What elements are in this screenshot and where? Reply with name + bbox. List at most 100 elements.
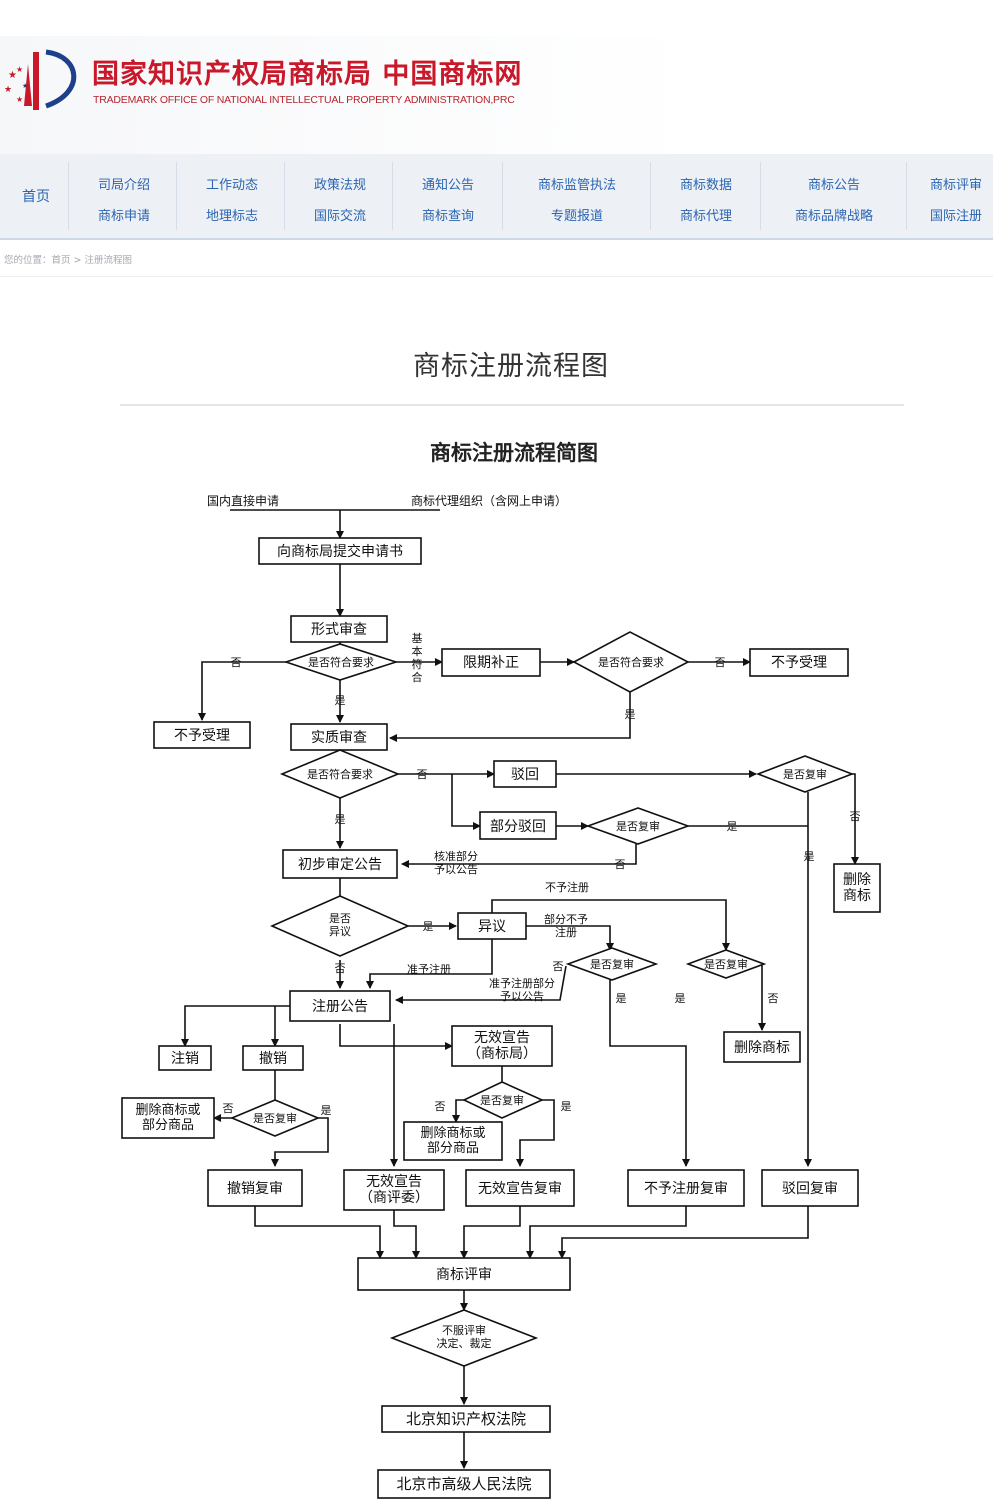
nav-col-6: 商标数据 商标代理 [664, 170, 748, 232]
text-cancel-reg: 注销 [171, 1051, 199, 1067]
text-review-q1: 是否复审 [783, 767, 827, 781]
site-title[interactable]: 国家知识产权局商标局 中国商标网 [92, 59, 523, 90]
registration-flowchart: 国内直接申请 商标代理组织（含网上申请） 向商标局提交申请书 形式审查 是否符合… [121, 493, 881, 1499]
edge-label-no: 否 [335, 962, 346, 975]
nav-item[interactable]: 商标查询 [421, 209, 474, 224]
nav-divider [68, 162, 69, 230]
text-disagree: 不服评审决定、裁定 [437, 1323, 492, 1350]
node-formal-exam [290, 615, 388, 643]
node-rejected [493, 760, 557, 788]
node-delete-mark-2 [723, 1031, 801, 1063]
svg-text:★: ★ [16, 95, 23, 104]
text-invalid-board: 无效宣告（商评委） [359, 1174, 429, 1206]
text-not-reg-review: 不予注册复审 [644, 1180, 728, 1197]
nav-item[interactable]: 商标品牌战略 [794, 209, 873, 224]
breadcrumb[interactable]: 您的位置：首页 > 注册流程图 [4, 255, 132, 266]
text-approved-part-pub: 核准部分予以公告 [434, 849, 478, 876]
text-reg-approved-part: 准予注册部分予以公告 [489, 976, 555, 1003]
text-opposition: 异议 [478, 919, 506, 935]
edge-label-yes: 是 [625, 708, 636, 721]
svg-text:★: ★ [16, 65, 23, 74]
node-revoke-review [207, 1169, 303, 1207]
edge-label-yes: 是 [675, 992, 686, 1005]
nav-item[interactable]: 工作动态 [205, 178, 258, 193]
nav-home[interactable]: 首页 [22, 189, 50, 205]
decision-meets-req-2 [572, 631, 690, 693]
edge-label-no: 否 [850, 810, 861, 823]
node-reg-pub [289, 990, 391, 1022]
site-header [0, 36, 993, 154]
main-nav: 首页 司局介绍 商标申请 工作动态 地理标志 政策法规 国际交流 通知公告 商标… [0, 154, 993, 240]
text-reg-pub: 注册公告 [312, 999, 368, 1015]
text-board-review: 商标评审 [436, 1267, 492, 1283]
node-substantive-exam [290, 723, 388, 751]
edge-label-no: 否 [231, 656, 242, 669]
nav-col-4: 通知公告 商标查询 [406, 170, 490, 232]
text-review-q2: 是否复审 [616, 819, 660, 833]
nav-divider [760, 162, 761, 230]
nav-item[interactable]: 通知公告 [421, 178, 474, 193]
text-meets-req-3: 是否符合要求 [307, 767, 373, 781]
text-opposition-q: 是否异议 [329, 912, 351, 938]
nav-divider [284, 162, 285, 230]
nav-item[interactable]: 司局介绍 [97, 178, 150, 193]
edge-label-yes: 是 [804, 850, 815, 863]
svg-text:★: ★ [8, 70, 17, 81]
nav-col-3: 政策法规 国际交流 [298, 170, 382, 232]
nav-item[interactable]: 商标评审 [930, 178, 983, 193]
flow-connectors [181, 509, 859, 1469]
text-not-reg-top: 不予注册 [545, 880, 589, 894]
nav-item[interactable]: 商标监管执法 [537, 178, 616, 193]
nav-col-2: 工作动态 地理标志 [190, 170, 274, 232]
nav-item[interactable]: 政策法规 [313, 178, 366, 193]
node-submit [258, 537, 422, 565]
node-ip-court [381, 1405, 551, 1433]
text-revoke: 撤销 [259, 1051, 287, 1067]
text-formal-exam: 形式审查 [311, 622, 367, 638]
edge-label-yes: 是 [727, 820, 738, 833]
edge-label-no: 否 [435, 1100, 446, 1113]
node-high-court [377, 1469, 551, 1499]
nav-divider [906, 162, 907, 230]
decision-review-q3 [565, 947, 659, 981]
node-not-reg-review [627, 1169, 745, 1207]
nav-item[interactable]: 商标申请 [97, 209, 150, 224]
edge-label-yes: 是 [561, 1100, 572, 1113]
nav-item[interactable]: 商标代理 [679, 209, 732, 224]
svg-text:★: ★ [4, 85, 12, 95]
nav-item[interactable]: 地理标志 [205, 209, 258, 224]
nav-item[interactable]: 商标数据 [679, 178, 732, 193]
text-rejected: 驳回 [511, 767, 539, 783]
edge-label-no: 否 [715, 656, 726, 669]
nav-divider [502, 162, 503, 230]
node-invalid-review [465, 1169, 575, 1207]
decision-meets-req-1 [283, 643, 399, 681]
nav-item[interactable]: 专题报道 [550, 209, 603, 224]
decision-review-q2 [585, 807, 691, 845]
text-not-accepted-left: 不予受理 [174, 728, 230, 744]
edge-label-yes: 是 [335, 694, 346, 707]
flag-stars-logo-icon[interactable]: ★ ★ ★ ★ ★ [2, 48, 88, 114]
node-delete-part-mid [403, 1121, 503, 1161]
flow-boxes [121, 537, 881, 1499]
text-meets-req-1: 是否符合要求 [308, 655, 374, 669]
text-delete-mark-1: 删除商标 [843, 872, 871, 904]
node-revoke [242, 1045, 304, 1071]
flow-texts: 国内直接申请 商标代理组织（含网上申请） 向商标局提交申请书 形式审查 是否符合… [135, 493, 871, 1493]
decision-review-q6 [229, 1099, 321, 1137]
nav-col-7: 商标公告 商标品牌战略 [776, 170, 892, 232]
text-correction: 限期补正 [463, 655, 519, 671]
nav-item[interactable]: 国际交流 [313, 209, 366, 224]
text-basically-meets: 基本符合 [412, 632, 423, 684]
nav-col-1: 司局介绍 商标申请 [82, 170, 166, 232]
node-opposition [457, 912, 527, 940]
nav-item[interactable]: 商标公告 [807, 178, 860, 193]
node-not-accepted-right [749, 648, 849, 677]
text-invalid-review: 无效宣告复审 [478, 1180, 562, 1197]
nav-divider [650, 162, 651, 230]
text-partial-reject: 部分驳回 [490, 819, 546, 835]
node-invalid-office [451, 1025, 553, 1067]
nav-item[interactable]: 国际注册 [930, 209, 983, 224]
text-partial-not-reg: 部分不予注册 [544, 912, 588, 939]
decision-meets-req-3 [279, 749, 401, 799]
